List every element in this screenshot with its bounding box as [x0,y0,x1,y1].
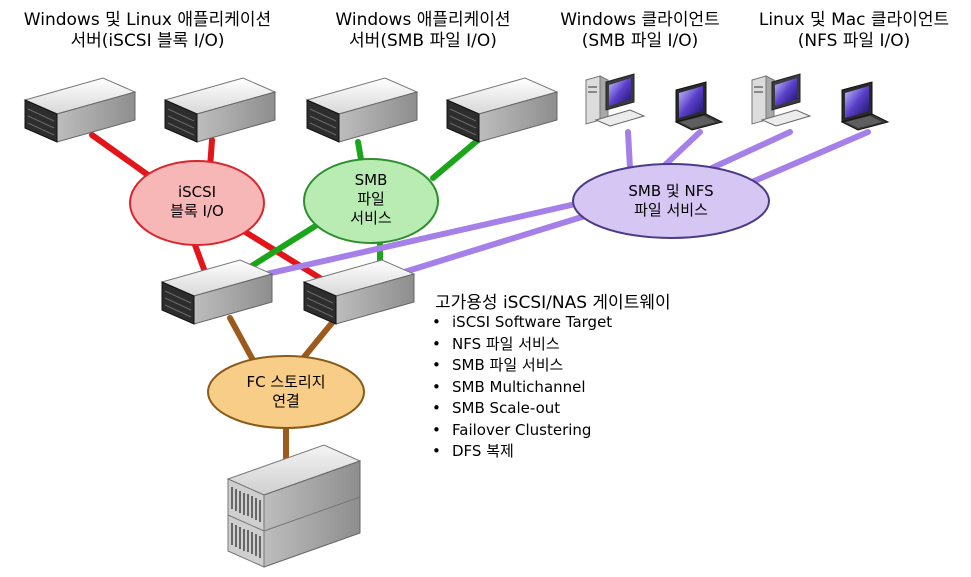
fc-oval-label: FC 스토리지 연결 [221,373,351,411]
label-line: 서버(iSCSI 블록 I/O) [70,31,225,51]
label-line: (SMB 파일 I/O) [581,31,699,51]
app-server-group-label-1: Windows 및 Linux 애플리케이션 서버(iSCSI 블록 I/O) [5,10,290,52]
line-smb-gateway1 [239,217,328,275]
smb-nfs-file-service-oval [572,163,770,239]
feature-item: SMB Multichannel [432,377,612,399]
oval-label-line: 연결 [272,392,300,410]
windows-desktop-icon [585,73,645,127]
label-line: Windows 애플리케이션 [335,10,511,30]
line-iscsi-gateway1 [192,242,208,275]
oval-label-line: 파일 [357,190,385,208]
oval-label-line: 블록 I/O [170,202,224,220]
smbnfs-oval-label: SMB 및 NFS 파일 서비스 [591,182,751,220]
oval-label-line: 서비스 [350,209,392,227]
oval-label-line: SMB [354,171,388,189]
line-winlaptop-smbnfs [662,129,703,168]
iscsi-oval-label: iSCSI 블록 I/O [137,183,257,221]
gateway-feature-list: iSCSI Software Target NFS 파일 서비스 SMB 파일 … [432,312,612,463]
label-line: Windows 클라이언트 [560,10,720,30]
iscsi-block-oval [129,160,265,246]
mac-laptop-icon [841,81,889,131]
label-line: (NFS 파일 I/O) [797,31,911,51]
app-server-icon-3 [306,77,418,143]
feature-item: SMB Scale-out [432,398,612,420]
app-server-group-label-2: Windows 애플리케이션 서버(SMB 파일 I/O) [323,10,523,52]
line-smbnfs-gateway1 [237,200,583,283]
smb-oval-label: SMB 파일 서비스 [311,171,431,228]
line-smbnfs-gateway2 [382,213,588,281]
windows-client-label: Windows 클라이언트 (SMB 파일 I/O) [545,10,735,52]
oval-label-line: iSCSI [177,183,217,201]
feature-item: Failover Clustering [432,420,612,442]
feature-item: SMB 파일 서비스 [432,355,612,377]
windows-laptop-icon [675,81,723,131]
linux-mac-client-label: Linux 및 Mac 클라이언트 (NFS 파일 I/O) [740,10,968,52]
gateway-server-icon-1 [161,259,273,325]
feature-item: NFS 파일 서비스 [432,334,612,356]
line-server4-smb [430,137,481,181]
smb-file-service-oval [303,158,439,244]
label-line: 서버(SMB 파일 I/O) [349,31,497,51]
fc-storage-connection-oval [207,355,365,429]
oval-label-line: 파일 서비스 [634,201,708,219]
linux-desktop-icon [751,73,811,127]
app-server-icon-4 [446,77,558,143]
label-line: Linux 및 Mac 클라이언트 [758,10,950,30]
line-linuxpc-smbnfs [709,129,793,171]
line-winpc-smbnfs [625,129,633,171]
oval-label-line: SMB 및 NFS [628,182,714,200]
oval-label-line: FC 스토리지 [246,373,326,391]
line-gateway1-fc [227,315,257,365]
gateway-title: 고가용성 iSCSI/NAS 게이트웨이 [435,293,671,313]
line-gateway2-fc [297,315,339,365]
line-iscsi-gateway2 [239,227,331,286]
app-server-icon-1 [24,77,136,143]
label-line: Windows 및 Linux 애플리케이션 [23,10,272,30]
gateway-server-icon-2 [303,259,415,325]
line-server1-iscsi [89,132,151,178]
feature-item: iSCSI Software Target [432,312,612,334]
app-server-icon-2 [164,77,276,143]
line-maclaptop-smbnfs [749,129,871,185]
feature-item: DFS 복제 [432,441,612,463]
storage-array-icon [227,444,361,568]
